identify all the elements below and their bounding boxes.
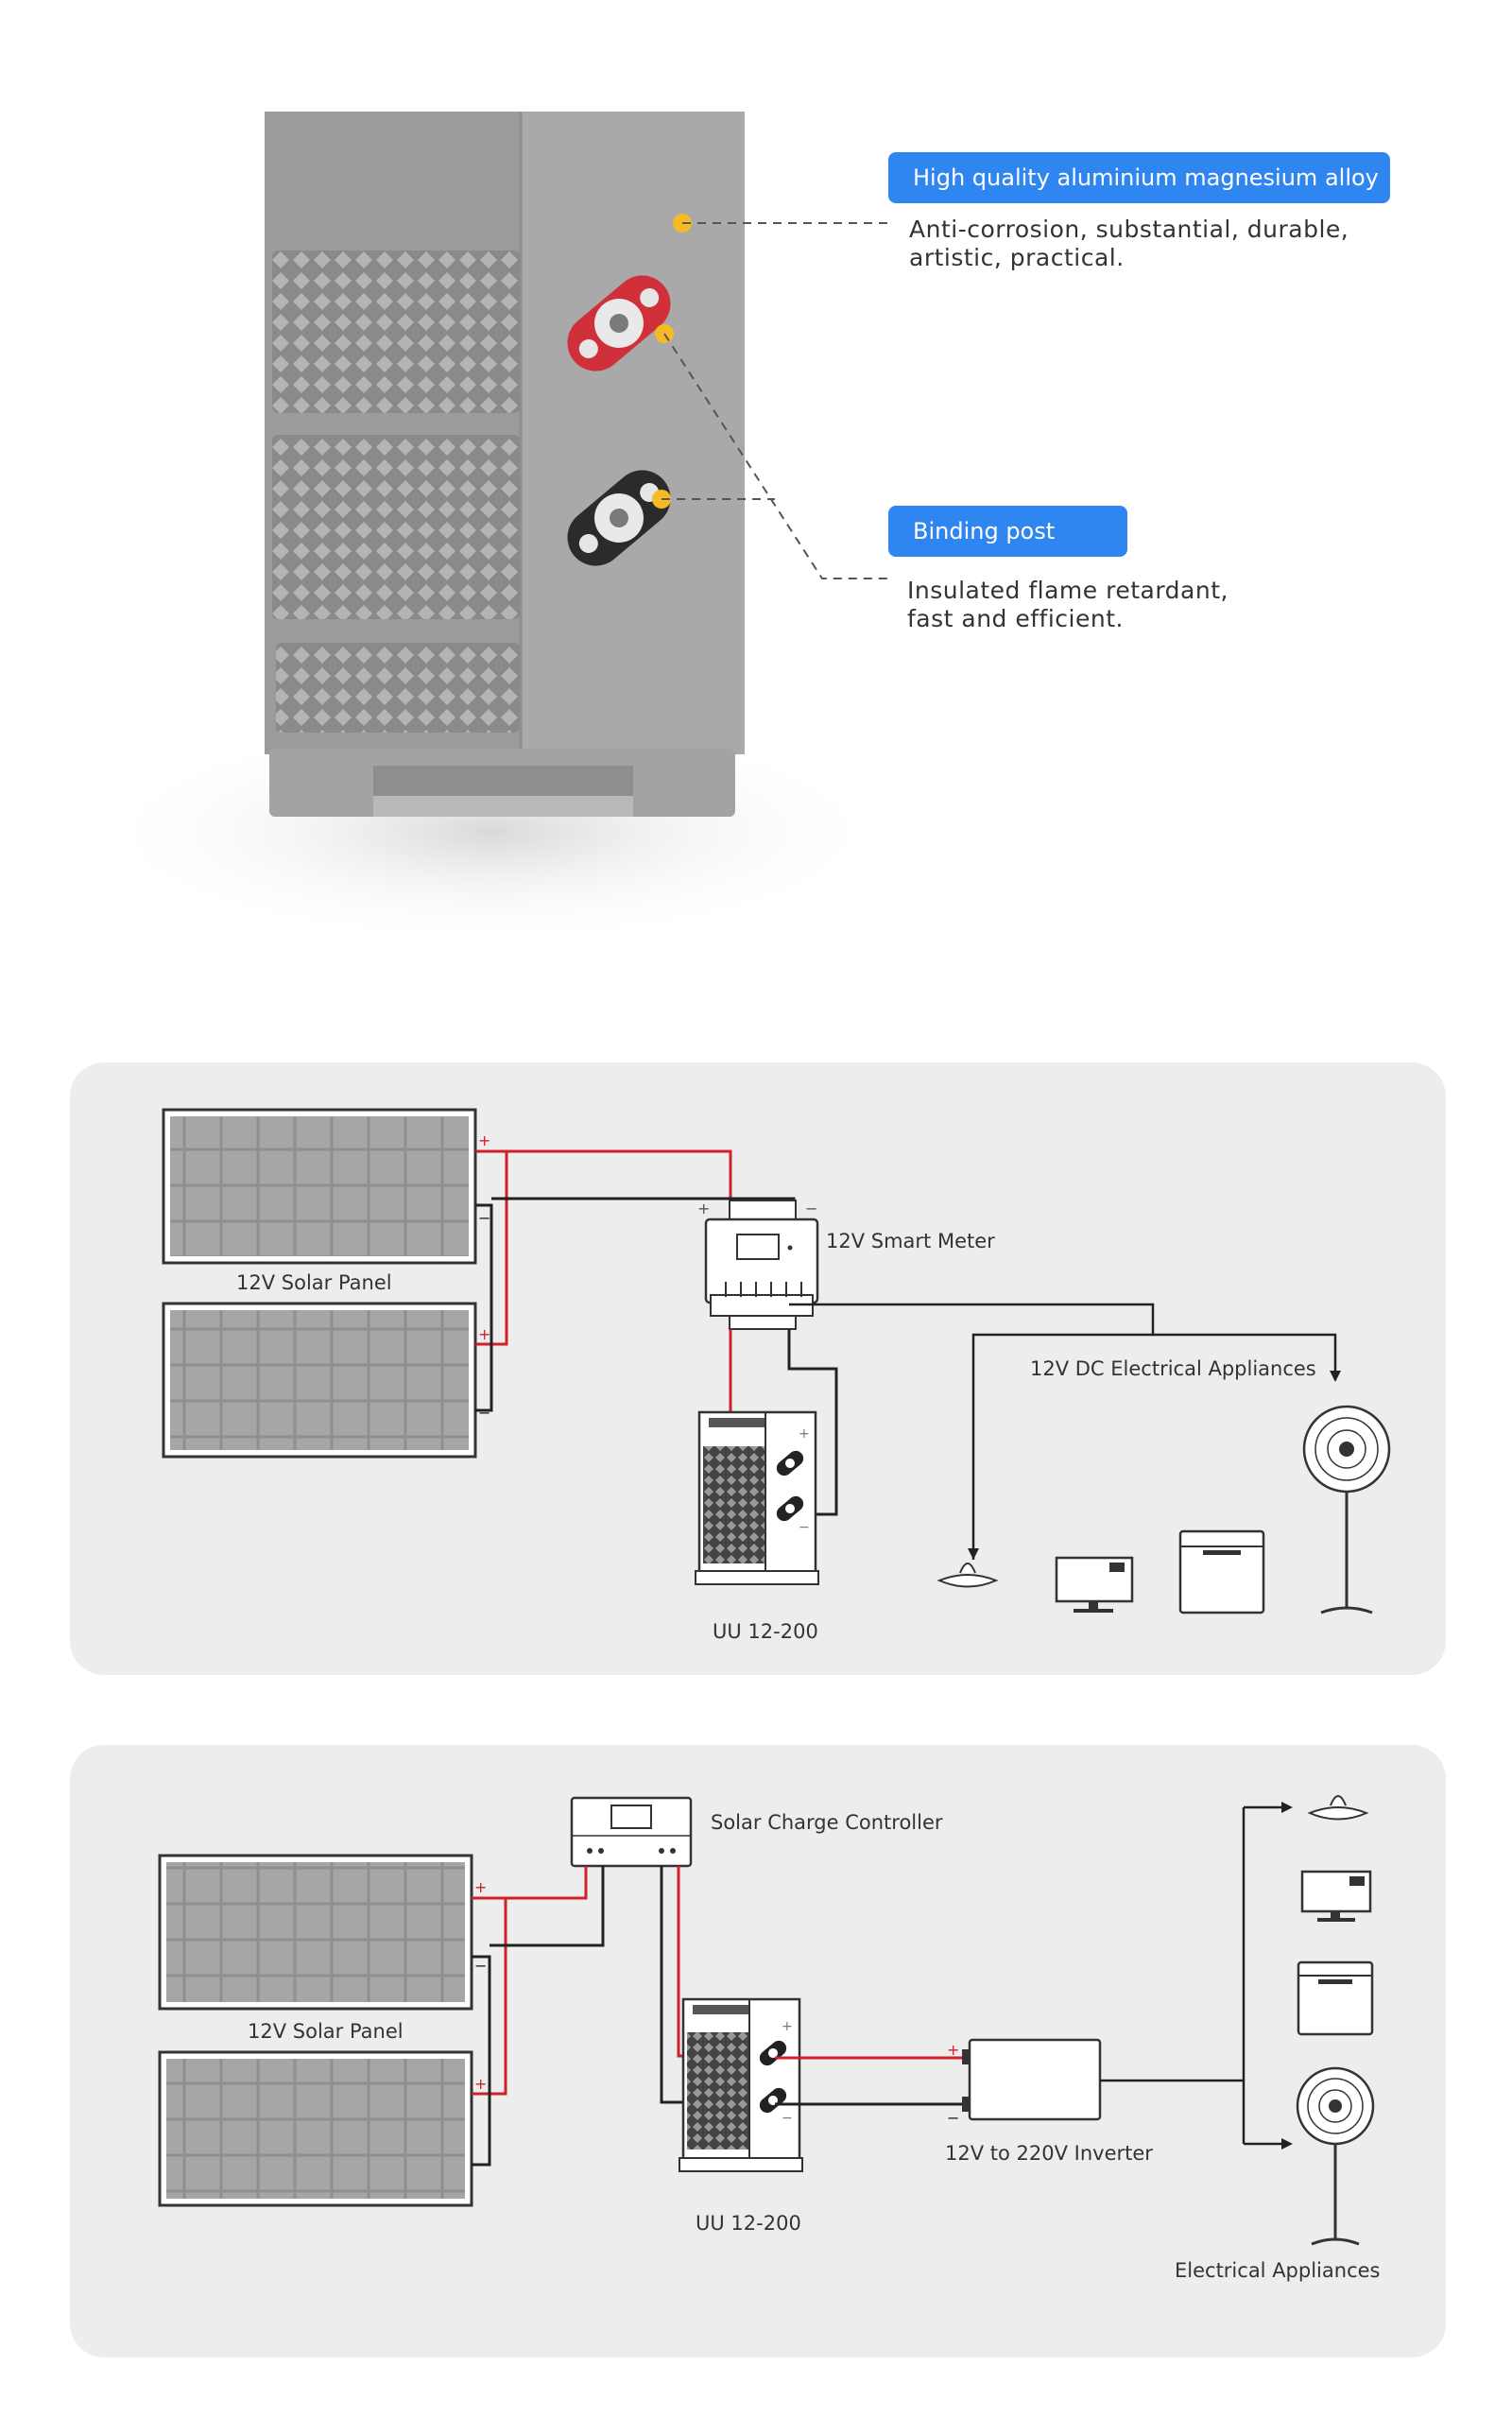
fridge-icon <box>1178 1529 1265 1615</box>
svg-text:+: + <box>697 1200 710 1218</box>
battery-uu-12-200-2: + − <box>679 1997 803 2172</box>
svg-text:+: + <box>474 1878 487 1896</box>
svg-text:+: + <box>947 2041 959 2059</box>
feature-desc-alloy-line2: artistic, practical. <box>909 244 1125 271</box>
feature-desc-alloy-line1: Anti-corrosion, substantial, durable, <box>909 216 1349 243</box>
monitor-icon <box>1055 1556 1134 1613</box>
solar-panel-bottom <box>162 1302 477 1459</box>
fan-icon-2 <box>1296 2066 1375 2246</box>
label-battery-2: UU 12-200 <box>696 2212 801 2235</box>
svg-text:+: + <box>782 2019 793 2034</box>
feature-title-binding-post: Binding post <box>913 518 1056 544</box>
solar-panel-top-2 <box>158 1854 473 2011</box>
solar-charge-controller <box>570 1796 693 1868</box>
label-battery-1: UU 12-200 <box>713 1620 818 1643</box>
feature-badge-alloy: High quality aluminium magnesium alloy <box>888 152 1390 203</box>
svg-text:+: + <box>478 1325 490 1343</box>
svg-text:−: − <box>947 2109 959 2127</box>
solar-panel-bottom-2 <box>158 2050 473 2207</box>
label-dc-appliances: 12V DC Electrical Appliances <box>1030 1357 1316 1380</box>
lamp-icon-2 <box>1307 1795 1369 1821</box>
svg-text:−: − <box>478 1404 490 1422</box>
label-electrical-appliances: Electrical Appliances <box>1175 2259 1381 2282</box>
feature-badge-binding-post: Binding post <box>888 506 1127 557</box>
inverter-device <box>962 2038 1102 2121</box>
feature-desc-binding-line2: fast and efficient. <box>907 605 1124 632</box>
svg-text:−: − <box>474 1957 487 1975</box>
monitor-icon-2 <box>1300 1870 1372 1922</box>
fridge-icon-2 <box>1297 1960 1374 2036</box>
feature-title-alloy: High quality aluminium magnesium alloy <box>913 164 1379 191</box>
svg-text:−: − <box>478 1209 490 1227</box>
feature-desc-binding-post: Insulated flame retardant, fast and effi… <box>907 577 1228 633</box>
label-inverter: 12V to 220V Inverter <box>945 2142 1153 2165</box>
label-charge-controller: Solar Charge Controller <box>711 1811 943 1834</box>
battery-uu-12-200: + − <box>695 1410 819 1585</box>
svg-text:+: + <box>799 1426 810 1442</box>
solar-panel-top <box>162 1108 477 1265</box>
label-solar-panel-2: 12V Solar Panel <box>248 2020 404 2043</box>
lamp-icon <box>936 1563 999 1588</box>
svg-text:+: + <box>474 2075 487 2093</box>
label-smart-meter: 12V Smart Meter <box>826 1230 995 1252</box>
feature-desc-alloy: Anti-corrosion, substantial, durable, ar… <box>909 216 1349 272</box>
svg-text:−: − <box>805 1200 817 1218</box>
battery-product-illustration <box>94 112 888 945</box>
feature-desc-binding-line1: Insulated flame retardant, <box>907 577 1228 604</box>
fan-icon <box>1302 1405 1391 1615</box>
label-solar-panel-1: 12V Solar Panel <box>236 1271 392 1294</box>
svg-text:−: − <box>799 1520 810 1535</box>
svg-text:+: + <box>478 1131 490 1149</box>
smart-meter-device: + − <box>697 1200 819 1330</box>
svg-text:−: − <box>782 2111 793 2126</box>
